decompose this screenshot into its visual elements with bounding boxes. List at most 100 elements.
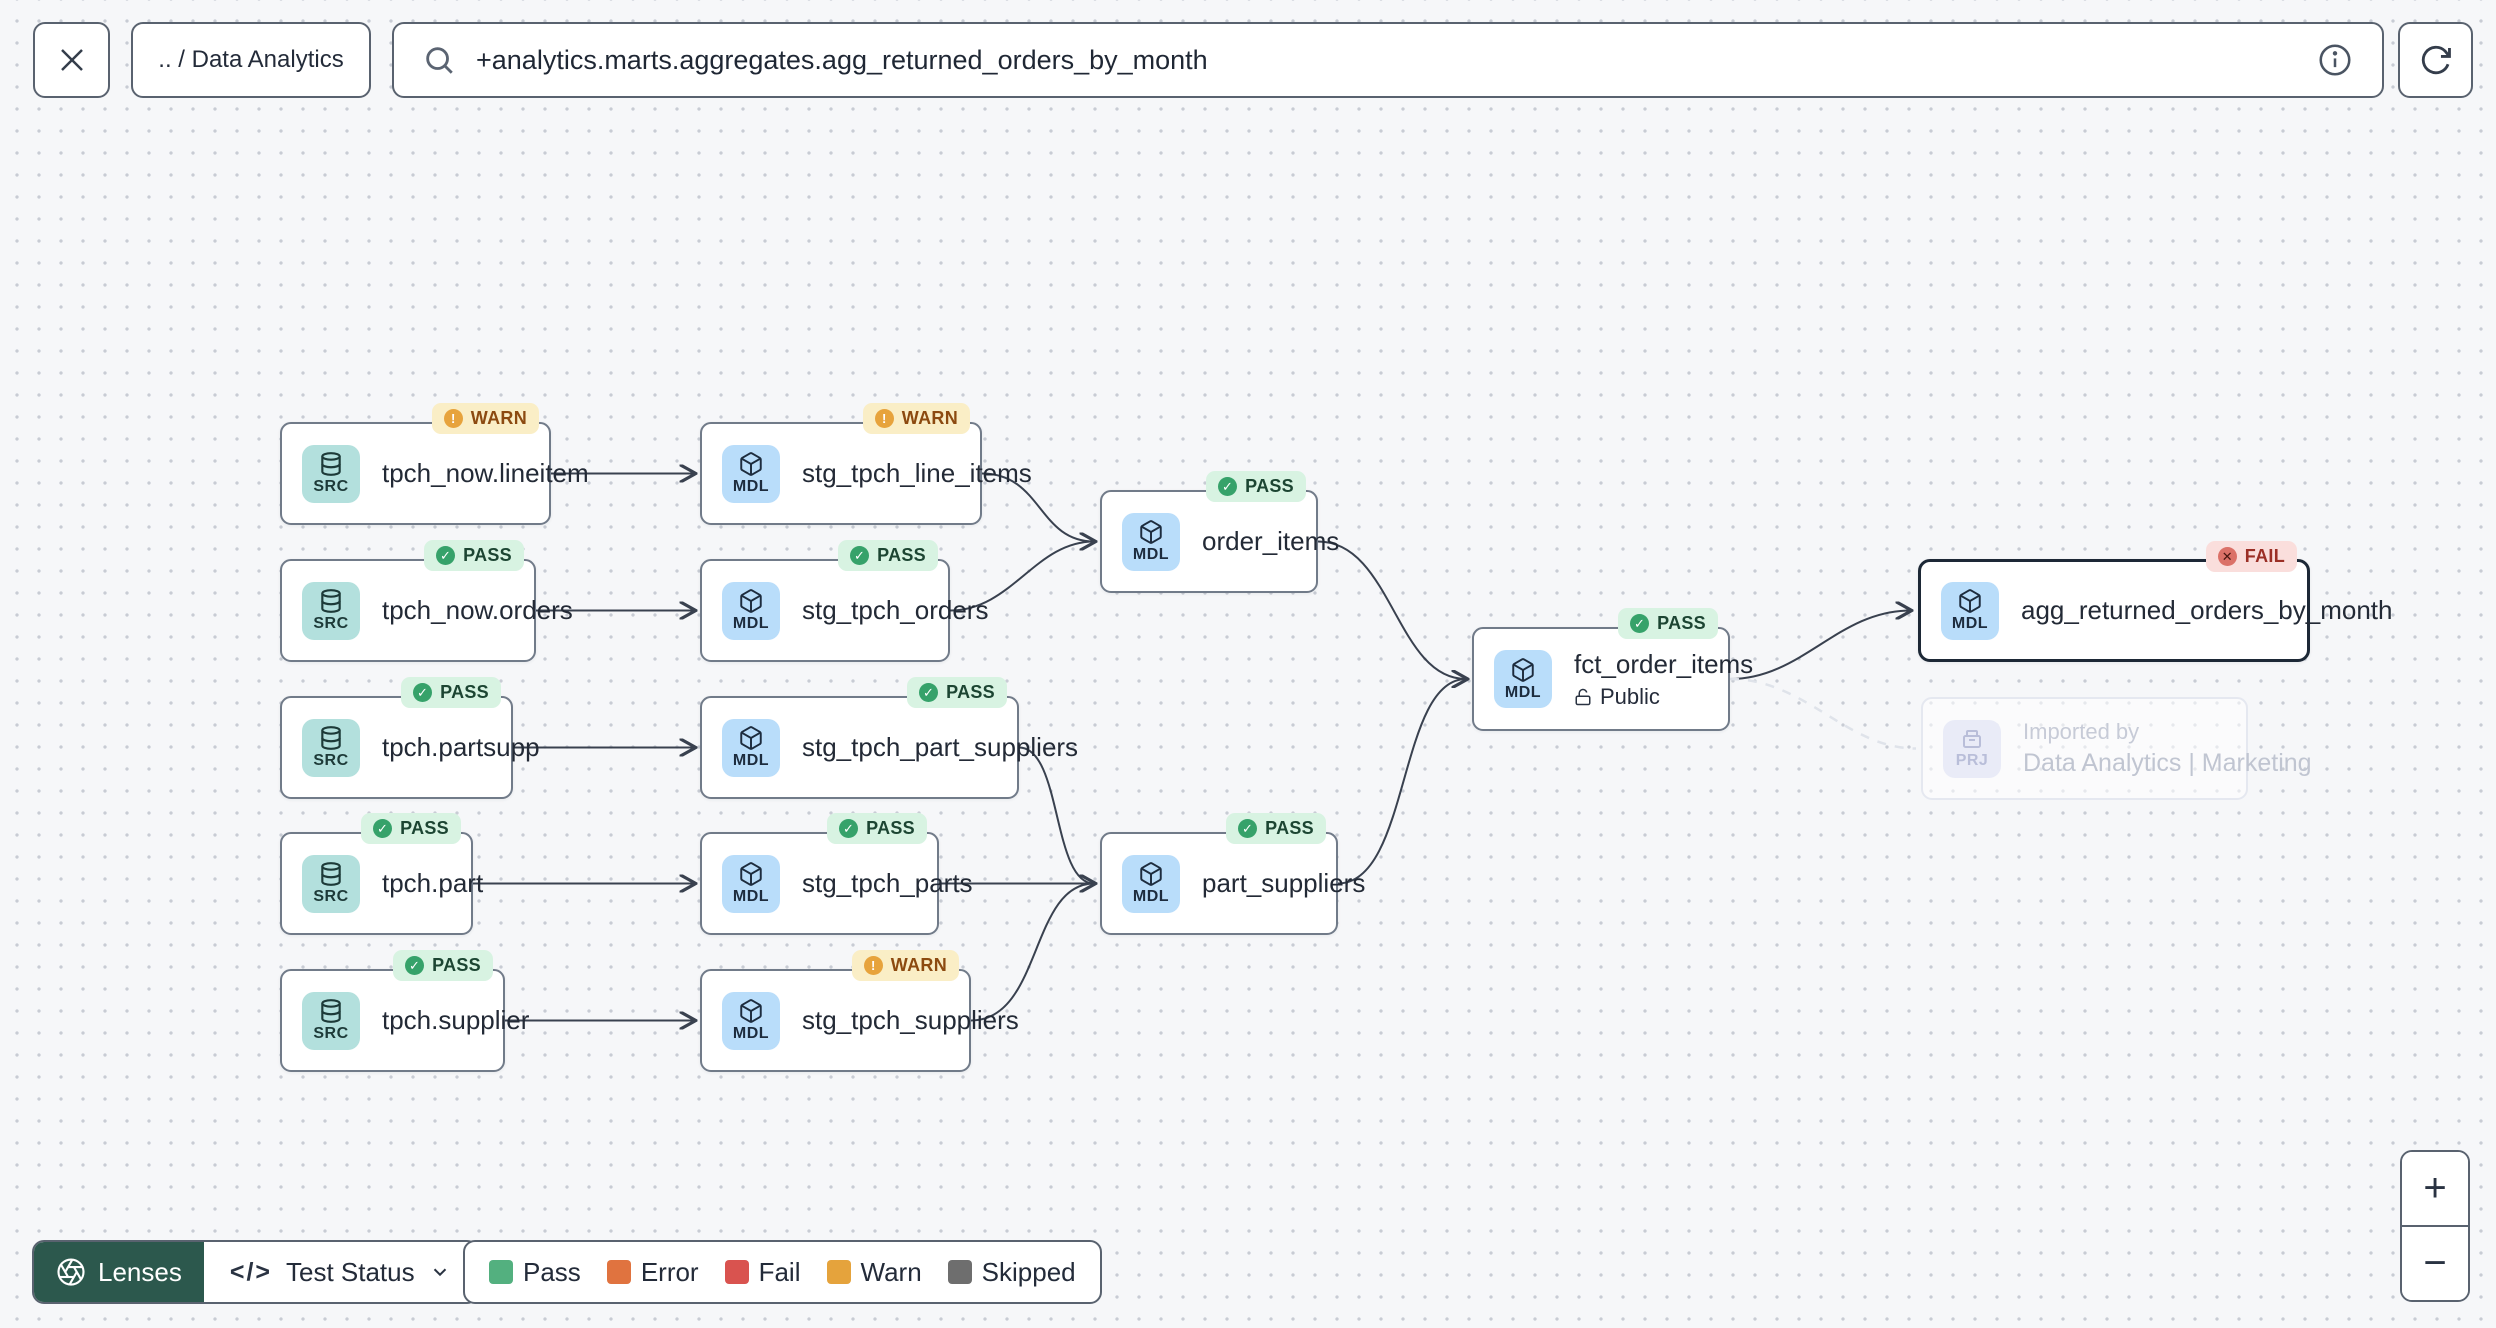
info-icon[interactable] [2316, 41, 2354, 79]
graph-node-tpch-part[interactable]: ✓ PASS SRC tpch.part [280, 813, 483, 935]
error-swatch [606, 1260, 631, 1284]
cube-icon [1140, 862, 1162, 886]
warn-icon: ! [863, 956, 883, 975]
check-icon: ✓ [850, 546, 870, 565]
edge-stg-part-suppliers-to-part-suppliers [1018, 746, 1094, 884]
cube-icon [1512, 657, 1534, 682]
node-type-label: MDL [732, 478, 770, 495]
graph-node-tpch-supplier[interactable]: ✓ PASS SRC tpch.supplier [280, 950, 529, 1072]
chevron-down-icon [433, 1268, 446, 1277]
node-label: tpch_now.orders [382, 595, 573, 625]
search-bar [392, 22, 2384, 98]
model-type-tile: MDL [1122, 854, 1180, 913]
edge-fct-to-agg [1729, 611, 1910, 680]
status-badge: ✓ PASS [393, 950, 493, 981]
node-label: part_suppliers [1202, 868, 1366, 898]
cube-icon [740, 862, 762, 886]
status-badge-label: PASS [1265, 818, 1314, 838]
zoom-controls: + − [2400, 1150, 2470, 1302]
check-icon: ✓ [1218, 477, 1238, 496]
model-type-tile: MDL [1122, 512, 1180, 571]
model-type-tile: MDL [722, 581, 780, 640]
lens-selected-label: Test Status [286, 1256, 415, 1287]
breadcrumb[interactable]: .. / Data Analytics [131, 22, 371, 98]
node-label: tpch.supplier [382, 1005, 530, 1035]
close-icon [60, 49, 83, 71]
status-badge: ✓ PASS [827, 813, 927, 844]
status-badge: ! WARN [851, 950, 959, 981]
graph-node-stg-tpch-orders[interactable]: ✓ PASS MDL stg_tpch_orders [700, 540, 988, 662]
node-label: order_items [1202, 526, 1340, 556]
check-icon: ✓ [405, 956, 425, 975]
database-icon [321, 726, 341, 750]
status-badge-label: PASS [432, 955, 481, 975]
status-badge-label: PASS [946, 682, 995, 702]
node-label: stg_tpch_orders [802, 595, 989, 625]
warn-icon: ! [874, 409, 894, 428]
graph-node-agg-returned-orders-by-month[interactable]: ✕ FAIL MDL agg_returned_orders_by_month [1918, 541, 2392, 662]
refresh-button[interactable] [2398, 22, 2473, 98]
database-icon [321, 452, 341, 476]
status-badge: ✓ PASS [361, 813, 461, 844]
check-icon: ✓ [1238, 819, 1258, 838]
graph-node-stg-tpch-part-suppliers[interactable]: ✓ PASS MDL stg_tpch_part_suppliers [700, 677, 1078, 799]
close-button[interactable] [33, 22, 110, 98]
edge-stg-suppliers-to-part-suppliers [970, 882, 1095, 1022]
source-type-tile: SRC [302, 854, 360, 913]
check-icon: ✓ [1630, 614, 1650, 633]
zoom-in-button[interactable]: + [2402, 1152, 2468, 1225]
pass-swatch [489, 1260, 513, 1284]
aperture-icon [57, 1258, 85, 1286]
graph-node-stg-tpch-line-items[interactable]: ! WARN MDL stg_tpch_line_items [700, 403, 1032, 525]
status-badge-label: WARN [901, 408, 958, 428]
node-type-label: SRC [313, 615, 349, 632]
cube-icon [740, 999, 762, 1023]
node-label: agg_returned_orders_by_month [2021, 595, 2393, 625]
warn-icon: ! [443, 409, 463, 428]
cube-icon [1959, 589, 1981, 613]
model-type-tile: MDL [1941, 581, 1999, 640]
graph-node-tpch-now-lineitem[interactable]: ! WARN SRC tpch_now.lineitem [280, 403, 589, 525]
model-type-tile: MDL [1494, 650, 1552, 708]
status-badge-label: PASS [866, 818, 915, 838]
graph-node-stg-tpch-suppliers[interactable]: ! WARN MDL stg_tpch_suppliers [700, 950, 1019, 1072]
graph-node-stg-tpch-parts[interactable]: ✓ PASS MDL stg_tpch_parts [700, 813, 973, 935]
node-label: tpch.part [382, 868, 484, 898]
graph-node-imported-by-project[interactable]: PRJ Imported by Data Analytics | Marketi… [1921, 697, 2312, 800]
fail-icon: ✕ [2217, 547, 2237, 566]
database-icon [321, 862, 341, 886]
node-label: stg_tpch_suppliers [802, 1005, 1019, 1035]
lens-selector[interactable]: </> Test Status [204, 1242, 477, 1302]
node-type-label: MDL [1132, 546, 1170, 563]
node-type-label: MDL [1951, 615, 1989, 632]
access-label: Public [1600, 683, 1660, 709]
legend-label: Warn [860, 1256, 922, 1287]
search-icon [426, 47, 453, 74]
zoom-out-button[interactable]: − [2402, 1227, 2468, 1300]
graph-node-fct-order-items[interactable]: ✓ PASS MDL fct_order_items Public [1472, 608, 1753, 731]
edge-stg-line-items-to-order-items [981, 472, 1094, 542]
status-badge: ! WARN [431, 403, 539, 434]
legend-label: Fail [758, 1256, 801, 1287]
source-type-tile: SRC [302, 718, 360, 777]
graph-node-tpch-partsupp[interactable]: ✓ PASS SRC tpch.partsupp [280, 677, 540, 799]
skipped-swatch [947, 1260, 972, 1284]
graph-node-order-items[interactable]: ✓ PASS MDL order_items [1100, 471, 1339, 593]
search-input[interactable] [476, 44, 2296, 76]
node-label: stg_tpch_parts [802, 868, 973, 898]
legend-item-error: Error [606, 1257, 699, 1288]
source-type-tile: SRC [302, 581, 360, 640]
node-label: tpch.partsupp [382, 732, 540, 762]
cube-icon [1140, 520, 1162, 544]
node-type-label: SRC [313, 752, 349, 769]
lenses-control: Lenses </> Test Status [32, 1240, 479, 1304]
graph-node-tpch-now-orders[interactable]: ✓ PASS SRC tpch_now.orders [280, 540, 573, 662]
check-icon: ✓ [919, 683, 939, 702]
fail-swatch [724, 1260, 749, 1284]
check-icon: ✓ [413, 683, 433, 702]
node-label: tpch_now.lineitem [382, 458, 589, 488]
node-type-label: MDL [732, 615, 770, 632]
lenses-button[interactable]: Lenses [34, 1242, 204, 1302]
graph-node-part-suppliers[interactable]: ✓ PASS MDL part_suppliers [1100, 813, 1365, 935]
